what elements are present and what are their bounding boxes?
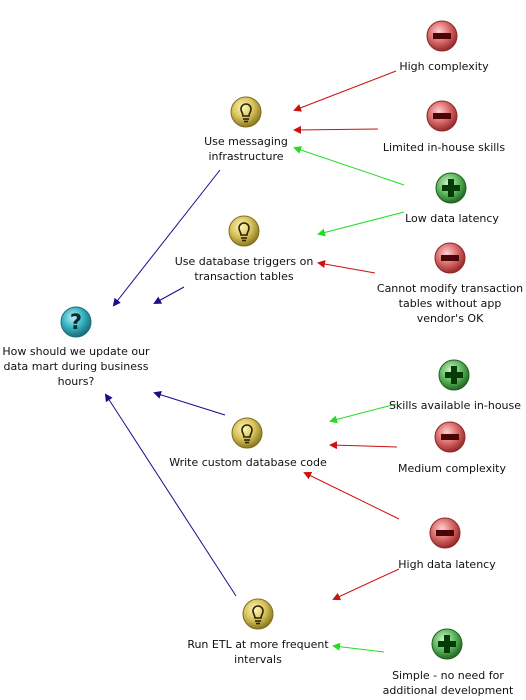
idea-label-etl: Run ETL at more frequent intervals: [187, 638, 329, 666]
argument-label-high-latency: High data latency: [398, 558, 496, 571]
argument-label-low-latency: Low data latency: [405, 212, 499, 225]
plus-icon: [435, 172, 467, 204]
link-limited-skills: [293, 125, 379, 134]
minus-icon: [426, 100, 458, 132]
link-high-latency-etl: [332, 568, 400, 601]
link-msg-to-question: [112, 169, 221, 307]
minus-icon: [426, 20, 458, 52]
argument-label-limited-skills: Limited in-house skills: [382, 141, 506, 154]
lightbulb-icon: [242, 598, 274, 630]
argument-label-skills-available: Skills available in-house: [388, 399, 522, 412]
link-trig-to-question: [153, 286, 185, 304]
idea-label-messaging: Use messaging infrastructure: [204, 135, 288, 163]
link-high-latency-custom: [303, 472, 400, 520]
minus-icon: [434, 242, 466, 274]
link-custom-to-question: [153, 390, 226, 416]
lightbulb-icon: [230, 96, 262, 128]
link-simple: [332, 642, 385, 653]
link-medium-complexity: [329, 441, 398, 450]
minus-icon: [434, 421, 466, 453]
link-skills-available: [329, 403, 397, 424]
argument-label-cannot-modify: Cannot modify transaction tables without…: [376, 282, 524, 325]
idea-label-custom-code: Write custom database code: [169, 456, 327, 469]
link-low-latency-trig: [317, 211, 405, 237]
plus-icon: [431, 628, 463, 660]
svg-text:?: ?: [70, 310, 82, 334]
argument-label-simple: Simple - no need for additional developm…: [382, 669, 514, 697]
link-high-complexity: [293, 70, 397, 112]
question-label: How should we update our data mart durin…: [2, 345, 150, 388]
minus-icon: [429, 517, 461, 549]
question-mark-icon: ?: [60, 306, 92, 338]
lightbulb-icon: [231, 417, 263, 449]
argument-label-medium-complexity: Medium complexity: [398, 462, 506, 475]
argument-label-high-complexity: High complexity: [399, 60, 489, 73]
link-low-latency-msg: [293, 146, 405, 186]
link-cannot-modify: [317, 260, 376, 274]
lightbulb-icon: [228, 215, 260, 247]
idea-label-triggers: Use database triggers on transaction tab…: [174, 255, 314, 283]
plus-icon: [438, 359, 470, 391]
link-etl-to-question: [104, 393, 237, 597]
